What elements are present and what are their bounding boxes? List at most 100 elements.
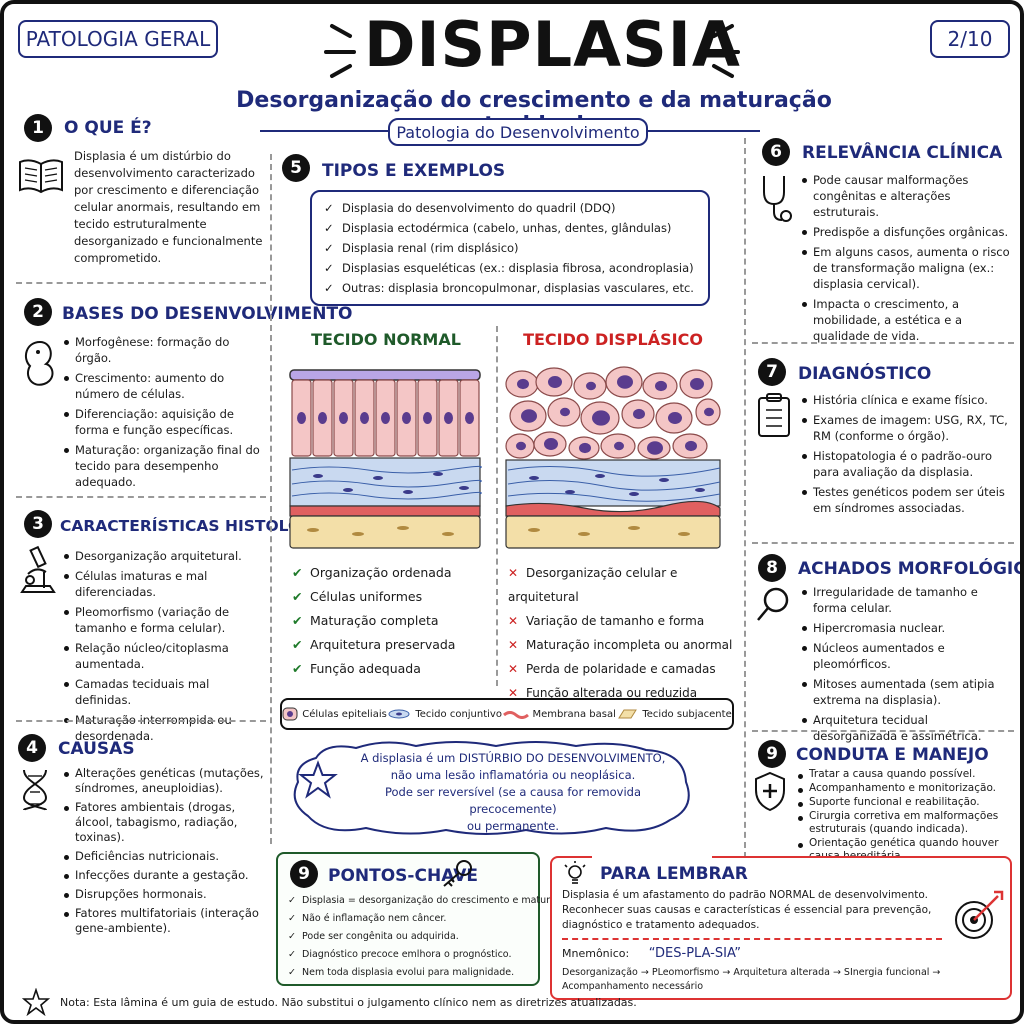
basal-membrane-icon [502, 711, 529, 719]
list-item: Crescimento: aumento do número de célula… [62, 370, 262, 402]
list-item: ✓Displasias esqueléticas (ex.: displasia… [324, 261, 694, 275]
cell-nucleus [617, 375, 633, 389]
cell-nucleus [516, 441, 526, 451]
divider [752, 342, 1014, 344]
legend-subjacent: Tecido subjacente [616, 708, 732, 720]
mnemonic-label: Mnemônico: [562, 947, 630, 960]
cell-nucleus [297, 412, 306, 424]
list-item: História clínica e exame físico. [800, 392, 1012, 408]
mnemonic-expansion: Desorganização → PLeomorfismo → Arquitet… [562, 966, 940, 994]
key-points-number: 9 [290, 860, 318, 888]
course-label: PATOLOGIA GERAL [25, 27, 211, 51]
cloud-note-shape [293, 741, 690, 835]
section-5-title: TIPOS E EXEMPLOS [322, 161, 506, 181]
reminder-box: PARA LEMBRAR Displasia é um afastamento … [550, 856, 1012, 1000]
section-6-list: Pode causar malformações congênitas e al… [800, 172, 1012, 348]
reminder-title: PARA LEMBRAR [600, 864, 748, 884]
list-item: Morfogênese: formação do órgão. [62, 334, 262, 366]
divider [752, 730, 1014, 732]
section-1-text: Displasia é um distúrbio do desenvolvime… [74, 149, 263, 265]
list-item: Suporte funcional e reabilitação. [796, 796, 1014, 809]
cell-nucleus [633, 408, 645, 420]
section-3-list: Desorganização arquitetural. Células ima… [62, 548, 266, 748]
tissue-legend: Células epiteliais Tecido conjuntivo Mem… [280, 698, 734, 730]
types-list: ✓Displasia do desenvolvimento do quadril… [324, 198, 696, 298]
list-item: Células imaturas e mal diferenciadas. [62, 568, 266, 600]
cell-nucleus [548, 376, 562, 388]
cell-nucleus [685, 440, 697, 452]
list-item: Mitoses aumentada (sem atipia extrema na… [800, 676, 1012, 708]
list-item: ✕Perda de polaridade e camadas [508, 662, 716, 676]
section-4-title: CAUSAS [58, 739, 135, 759]
target-icon [955, 890, 1004, 939]
list-item: Pleomorfismo (variação de tamanho e form… [62, 604, 266, 636]
cloud-line: ou permanente. [466, 819, 560, 833]
divider [16, 720, 266, 722]
section-1-number: 1 [24, 114, 52, 142]
subjacent-tissue-icon [618, 709, 638, 719]
footer-note: Nota: Esta lâmina é um guia de estudo. N… [60, 996, 637, 1009]
list-item: ✕Desorganização celular e arquitetural [508, 566, 678, 604]
stethoscope-icon [763, 176, 792, 222]
list-item: Histopatologia é o padrão-ouro para aval… [800, 448, 1012, 480]
section-9-list: Tratar a causa quando possível. Acompanh… [796, 768, 1014, 864]
list-item: Tratar a causa quando possível. [796, 768, 1014, 781]
section-9-number: 9 [758, 740, 786, 768]
reminder-divider [562, 938, 942, 940]
list-item: Arquitetura tecidual desorganizada e ass… [800, 712, 1012, 744]
lightbulb-icon [564, 861, 586, 884]
legend-connective: Tecido conjuntivo [387, 709, 502, 720]
list-item: Desorganização arquitetural. [62, 548, 266, 564]
section-3-number: 3 [24, 510, 52, 538]
cell-nucleus [544, 438, 558, 450]
section-3-title: CARACTERÍSTICAS HISTOLÓGICAS [60, 517, 355, 535]
cloud-line: A displasia é um DISTÚRBIO DO DESENVOLVI… [360, 751, 666, 765]
section-8-title: ACHADOS MORFOLÓGICOS [798, 559, 1020, 579]
divider [752, 542, 1014, 544]
section-5-number: 5 [282, 154, 310, 182]
dna-icon [22, 769, 48, 811]
list-item: Em alguns casos, aumenta o risco de tran… [800, 244, 1012, 292]
section-7-number: 7 [758, 358, 786, 386]
mnemonic-expansion-line: Acompanhamento necessário [562, 981, 704, 992]
divider [16, 282, 266, 284]
list-item: ✔Maturação completa [292, 613, 439, 628]
legend-epithelial: Células epiteliais [282, 707, 387, 721]
section-9-title: CONDUTA E MANEJO [796, 745, 989, 765]
normal-tissue-title: TECIDO NORMAL [311, 330, 461, 349]
normal-tissue-illustration [289, 369, 482, 549]
list-item: Núcleos aumentados e pleomórficos. [800, 640, 1012, 672]
cell-nucleus [614, 441, 624, 451]
list-item: Alterações genéticas (mutações, síndrome… [62, 766, 266, 796]
cell-nucleus [586, 381, 596, 391]
list-item: ✓Diagnóstico precoce emlhora o prognósti… [288, 949, 512, 960]
cell-nucleus [402, 412, 411, 424]
cell-nucleus [647, 441, 663, 455]
list-item: Disrupções hormonais. [62, 887, 266, 902]
list-item: ✓Displasia ectodérmica (cabelo, unhas, d… [324, 221, 672, 235]
cloud-note-text: A displasia é um DISTÚRBIO DO DESENVOLVI… [348, 750, 678, 835]
burst-left-icon [324, 24, 356, 78]
column-divider-right [744, 138, 746, 858]
section-6-number: 6 [762, 138, 790, 166]
list-item: Pode causar malformações congênitas e al… [800, 172, 1012, 220]
section-2-list: Morfogênese: formação do órgão. Crescime… [62, 334, 262, 494]
list-item: ✓Pode ser congênita ou adquirida. [288, 931, 459, 942]
cell-nucleus [704, 407, 714, 417]
dysplastic-tissue-illustration [505, 366, 721, 549]
section-7-list: História clínica e exame físico. Exames … [800, 392, 1012, 520]
cell-nucleus [360, 412, 369, 424]
list-item: Acompanhamento e monitorização. [796, 782, 1014, 795]
list-item: ✓Nem toda displasia evolui para malignid… [288, 967, 515, 978]
footer-star-icon [22, 988, 50, 1016]
epithelial-cell-icon [282, 707, 298, 721]
section-4-list: Alterações genéticas (mutações, síndrome… [62, 766, 266, 940]
connective-tissue-icon [388, 709, 410, 719]
cell-nucleus [339, 412, 348, 424]
section-4-number: 4 [18, 734, 46, 762]
book-icon [19, 159, 63, 194]
column-divider-left [270, 154, 272, 844]
divider [16, 496, 266, 498]
cloud-line: Pode ser reversível (se a causa for remo… [385, 785, 641, 816]
section-1-title: O QUE É? [64, 118, 152, 138]
